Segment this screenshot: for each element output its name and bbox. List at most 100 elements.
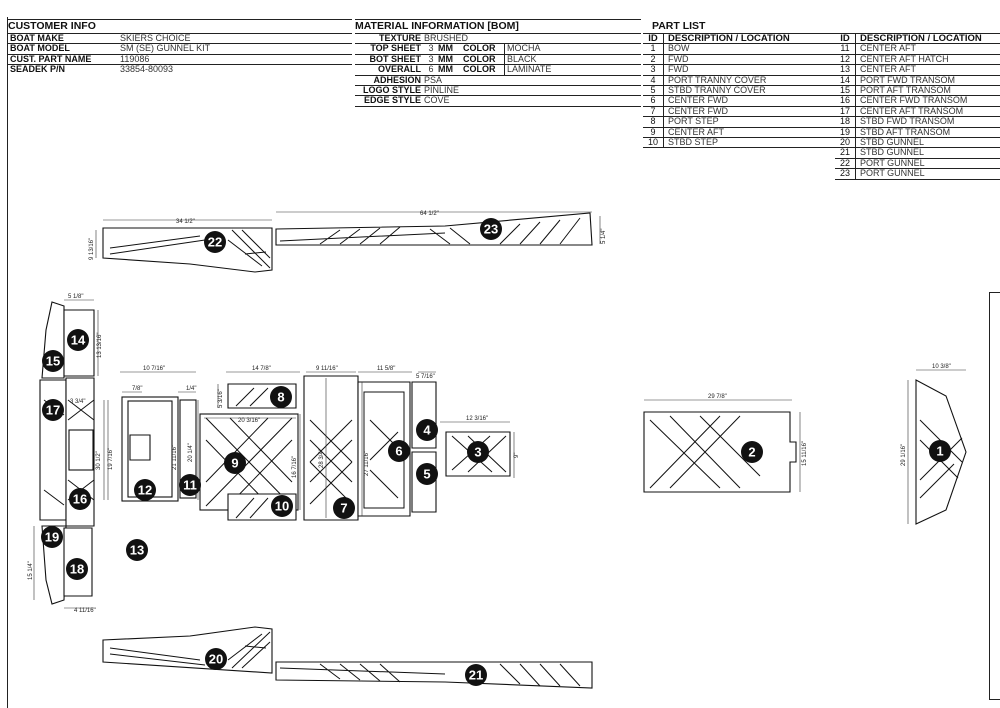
material-info-title: MATERIAL INFORMATION [BOM] xyxy=(355,20,641,34)
callout-21[interactable]: 21 xyxy=(465,664,487,686)
callout-7[interactable]: 7 xyxy=(333,497,355,519)
row-value: 33854-80093 xyxy=(120,64,174,75)
callout-19[interactable]: 19 xyxy=(41,526,63,548)
callout-20[interactable]: 20 xyxy=(205,648,227,670)
svg-text:2: 2 xyxy=(748,445,755,460)
dim-label: 16 7/16" xyxy=(292,456,298,478)
part-id: 23 xyxy=(835,168,856,179)
callout-6[interactable]: 6 xyxy=(388,440,410,462)
part-22-shape xyxy=(102,227,273,273)
logo-style-label: LOGO STYLE xyxy=(362,85,421,96)
callout-22[interactable]: 22 xyxy=(204,231,226,253)
edge-style-value: COVE xyxy=(424,95,450,106)
part-id: 14 xyxy=(835,75,856,86)
dim-label: 12 3/16" xyxy=(466,416,488,422)
callout-1[interactable]: 1 xyxy=(929,440,951,462)
part-description: CENTER AFT xyxy=(668,126,725,137)
texture-value: BRUSHED xyxy=(424,33,469,43)
callout-17[interactable]: 17 xyxy=(42,399,64,421)
customer-info-title: CUSTOMER INFO xyxy=(8,20,352,34)
dim-label: 34 1/2" xyxy=(176,219,195,225)
desc-header: DESCRIPTION / LOCATION xyxy=(668,33,790,44)
callout-5[interactable]: 5 xyxy=(416,463,438,485)
dim-label: 13 13/16" xyxy=(97,333,103,359)
dim-label: 14 7/8" xyxy=(252,366,271,372)
part-description: CENTER AFT xyxy=(860,64,917,75)
callout-3[interactable]: 3 xyxy=(467,441,489,463)
color-label: COLOR xyxy=(463,64,505,75)
callouts: 1 2 3 4 5 6 7 8 9 10 11 12 13 14 15 16 1… xyxy=(41,218,951,686)
dim-label: 15 11/16" xyxy=(802,441,808,466)
callout-2[interactable]: 2 xyxy=(741,441,763,463)
dim-label: 9 11/16" xyxy=(316,366,338,372)
top-sheet-color: MOCHA xyxy=(507,43,541,54)
callout-13[interactable]: 13 xyxy=(126,539,148,561)
svg-text:4: 4 xyxy=(423,423,431,438)
callout-11[interactable]: 11 xyxy=(179,474,201,496)
callout-4[interactable]: 4 xyxy=(416,419,438,441)
callout-16[interactable]: 16 xyxy=(69,488,91,510)
svg-text:17: 17 xyxy=(46,403,60,418)
callout-15[interactable]: 15 xyxy=(42,350,64,372)
overall-mm: 6 xyxy=(428,64,434,75)
callout-10[interactable]: 10 xyxy=(271,495,293,517)
row-label: CUST. PART NAME xyxy=(10,53,92,64)
drawing-frame xyxy=(7,17,1000,708)
svg-text:6: 6 xyxy=(395,444,402,459)
dim-label: 19 7/16" xyxy=(108,448,114,470)
desc-header: DESCRIPTION / LOCATION xyxy=(860,33,982,44)
svg-text:12: 12 xyxy=(138,483,152,498)
callout-14[interactable]: 14 xyxy=(67,329,89,351)
top-sheet-mm: 3 xyxy=(428,43,434,54)
color-label: COLOR xyxy=(463,54,505,65)
svg-text:11: 11 xyxy=(183,478,197,493)
id-header: ID xyxy=(835,34,856,43)
part-list-header: ID DESCRIPTION / LOCATION xyxy=(835,33,1000,45)
part-id: 10 xyxy=(643,137,664,148)
part-id: 1 xyxy=(643,43,664,54)
callout-18[interactable]: 18 xyxy=(66,558,88,580)
part-list-title: PART LIST xyxy=(652,20,706,32)
part-description: PORT FWD TRANSOM xyxy=(860,74,956,85)
parts-11-13-shape xyxy=(121,396,197,502)
part-description: CENTER FWD xyxy=(668,105,728,116)
svg-text:13: 13 xyxy=(130,543,144,558)
dim-label: 5 3/16" xyxy=(218,389,224,408)
dim-label: 7/8" xyxy=(132,386,142,392)
edge-style-label: EDGE STYLE xyxy=(363,95,421,106)
part-id: 12 xyxy=(835,54,856,65)
callout-23[interactable]: 23 xyxy=(480,218,502,240)
part-description: PORT GUNNEL xyxy=(860,157,925,168)
callout-12[interactable]: 12 xyxy=(134,479,156,501)
right-notes-box xyxy=(989,292,1000,700)
dim-label: 27 11/16" xyxy=(364,451,370,476)
dim-label: 5 1/8" xyxy=(68,294,83,300)
callout-9[interactable]: 9 xyxy=(224,452,246,474)
part-id: 6 xyxy=(643,96,664,106)
dim-label: 3 3/4" xyxy=(70,399,85,405)
svg-text:14: 14 xyxy=(71,333,86,348)
dim-label: 28 3/4" xyxy=(319,449,325,468)
overall-label: OVERALL xyxy=(377,64,421,75)
dim-label: 29 1/16" xyxy=(901,444,907,466)
part-id: 13 xyxy=(835,64,856,75)
id-header: ID xyxy=(643,34,664,43)
part-description: PORT GUNNEL xyxy=(860,168,925,179)
svg-text:18: 18 xyxy=(70,562,84,577)
part-id: 8 xyxy=(643,116,664,127)
bot-sheet-color: BLACK xyxy=(507,53,537,64)
callout-8[interactable]: 8 xyxy=(270,386,292,408)
